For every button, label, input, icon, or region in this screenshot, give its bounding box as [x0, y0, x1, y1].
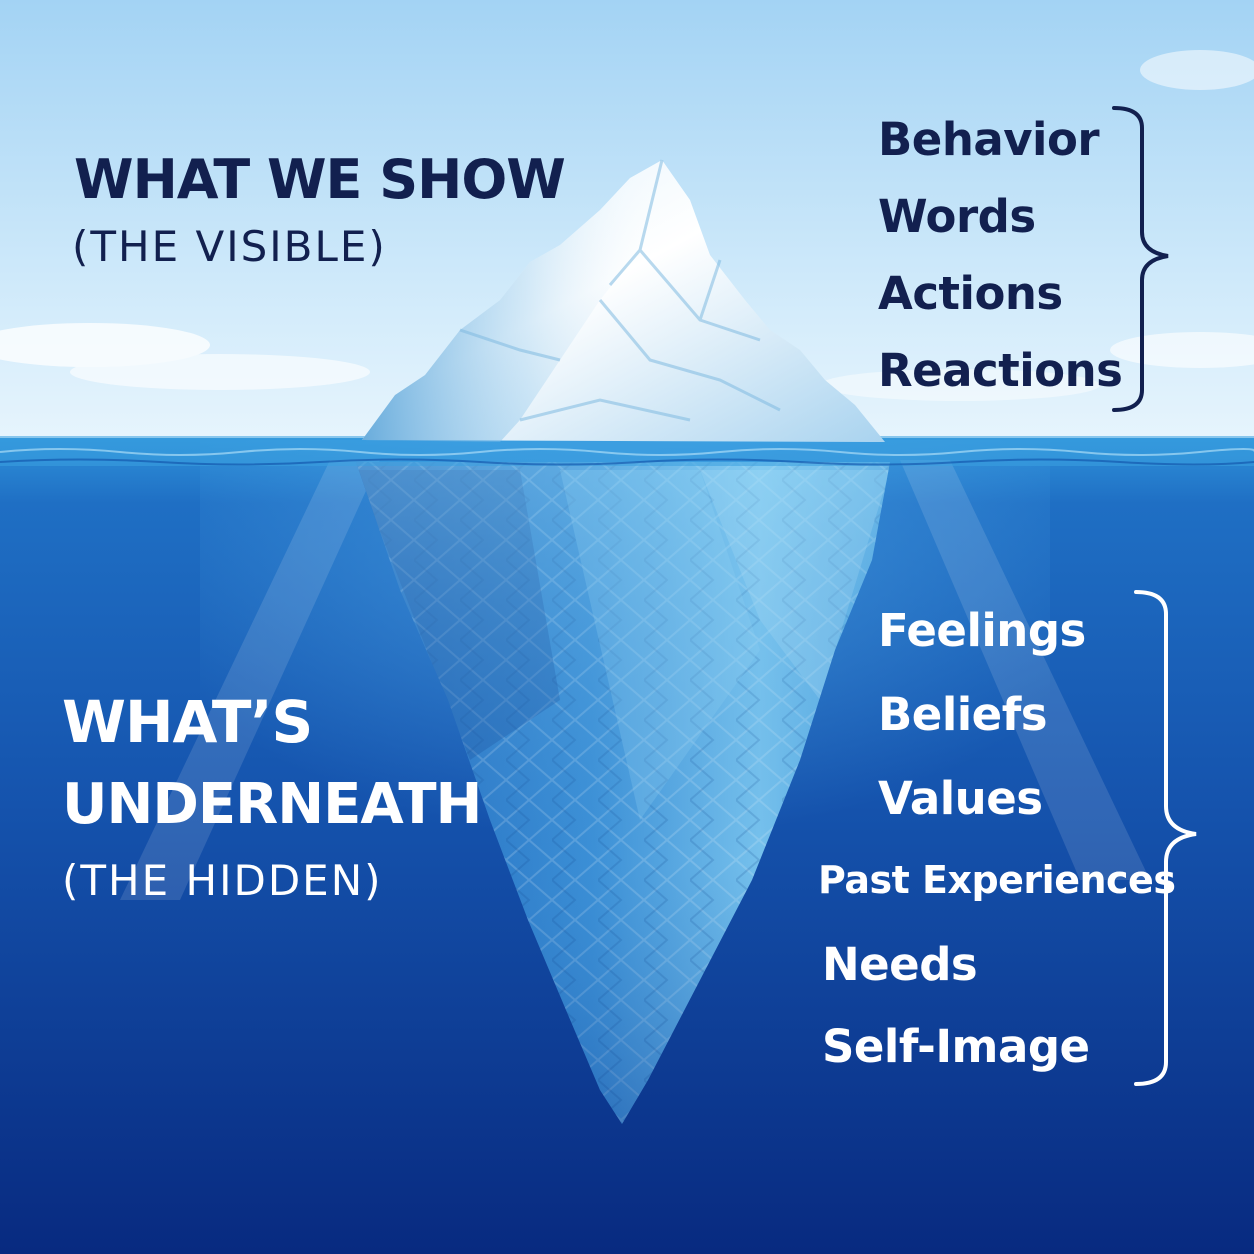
- visible-items-brace: [1112, 106, 1169, 412]
- hidden-heading-line1: WHAT’S: [62, 688, 313, 756]
- hidden-item: Feelings: [878, 604, 1086, 657]
- clouds: [0, 50, 1254, 401]
- hidden-item: Beliefs: [878, 688, 1048, 741]
- visible-item: Behavior: [878, 113, 1100, 166]
- hidden-subheading: (THE HIDDEN): [62, 856, 383, 905]
- hidden-item: Self-Image: [822, 1020, 1090, 1073]
- iceberg-tip: [362, 159, 885, 442]
- light-rays: [120, 460, 1150, 900]
- visible-heading: WHAT WE SHOW: [74, 148, 566, 211]
- hidden-heading-line2: UNDERNEATH: [62, 772, 482, 837]
- visible-item: Words: [878, 190, 1036, 243]
- visible-item: Reactions: [878, 344, 1123, 397]
- visible-item: Actions: [878, 267, 1063, 320]
- hidden-item: Past Experiences: [818, 858, 1176, 902]
- hidden-item: Needs: [822, 938, 978, 991]
- visible-subheading: (THE VISIBLE): [72, 222, 387, 271]
- hidden-items-brace: [1134, 590, 1197, 1086]
- hidden-item: Values: [878, 772, 1043, 825]
